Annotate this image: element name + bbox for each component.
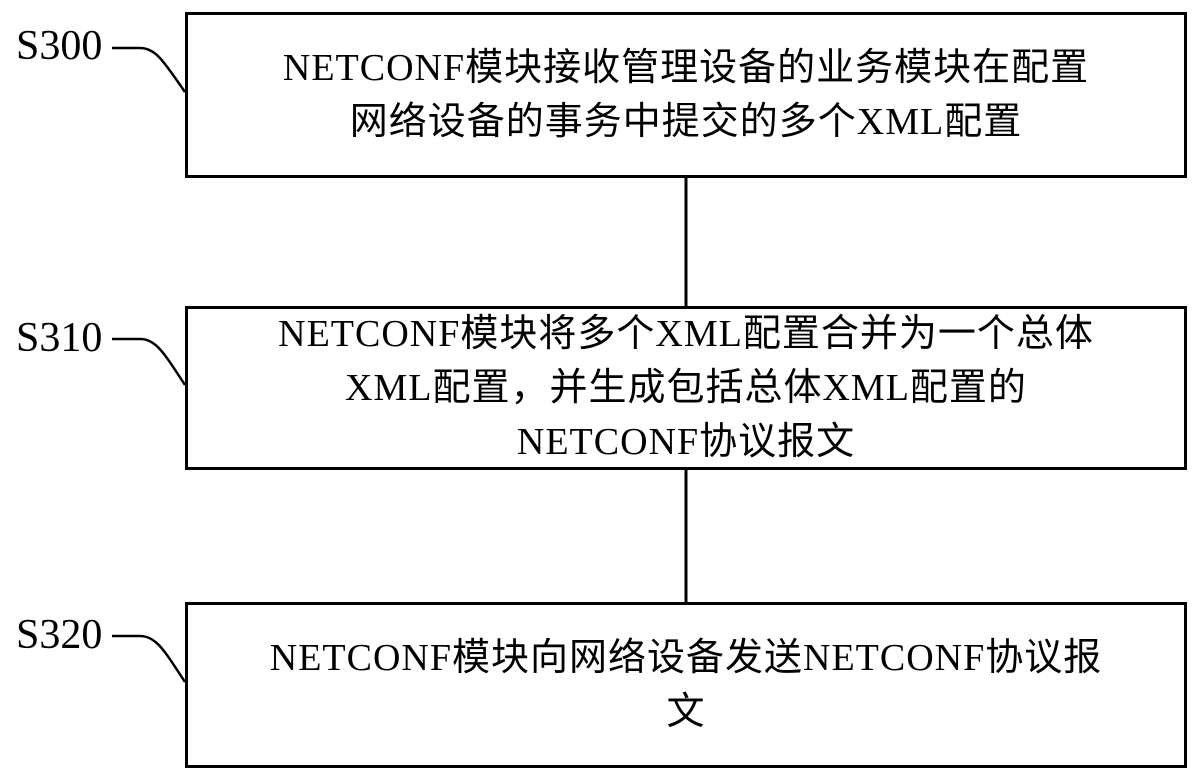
leader-line-s320: [112, 634, 187, 683]
step-text-s300: NETCONF模块接收管理设备的业务模块在配置 网络设备的事务中提交的多个XML…: [188, 41, 1184, 149]
step-box-s320: NETCONF模块向网络设备发送NETCONF协议报 文: [185, 602, 1187, 768]
step-text-line: NETCONF模块接收管理设备的业务模块在配置: [282, 47, 1090, 89]
step-text-line: NETCONF模块将多个XML配置合并为一个总体: [278, 313, 1094, 355]
step-text-s310: NETCONF模块将多个XML配置合并为一个总体 XML配置，并生成包括总体XM…: [188, 307, 1184, 469]
step-text-line: 网络设备的事务中提交的多个XML配置: [349, 101, 1023, 143]
step-label-s300: S300: [16, 23, 103, 69]
step-text-line: XML配置，并生成包括总体XML配置的: [345, 367, 1027, 409]
step-box-s310: NETCONF模块将多个XML配置合并为一个总体 XML配置，并生成包括总体XM…: [185, 306, 1187, 470]
leader-line-s310: [112, 337, 187, 386]
step-label-s320: S320: [16, 612, 103, 658]
leader-line-s300: [112, 46, 187, 93]
step-text-line: NETCONF模块向网络设备发送NETCONF协议报: [269, 637, 1103, 679]
step-text-line: NETCONF协议报文: [516, 421, 856, 463]
step-text-line: 文: [666, 691, 706, 733]
step-label-s310: S310: [16, 315, 103, 361]
step-text-s320: NETCONF模块向网络设备发送NETCONF协议报 文: [188, 631, 1184, 739]
step-box-s300: NETCONF模块接收管理设备的业务模块在配置 网络设备的事务中提交的多个XML…: [185, 12, 1187, 178]
